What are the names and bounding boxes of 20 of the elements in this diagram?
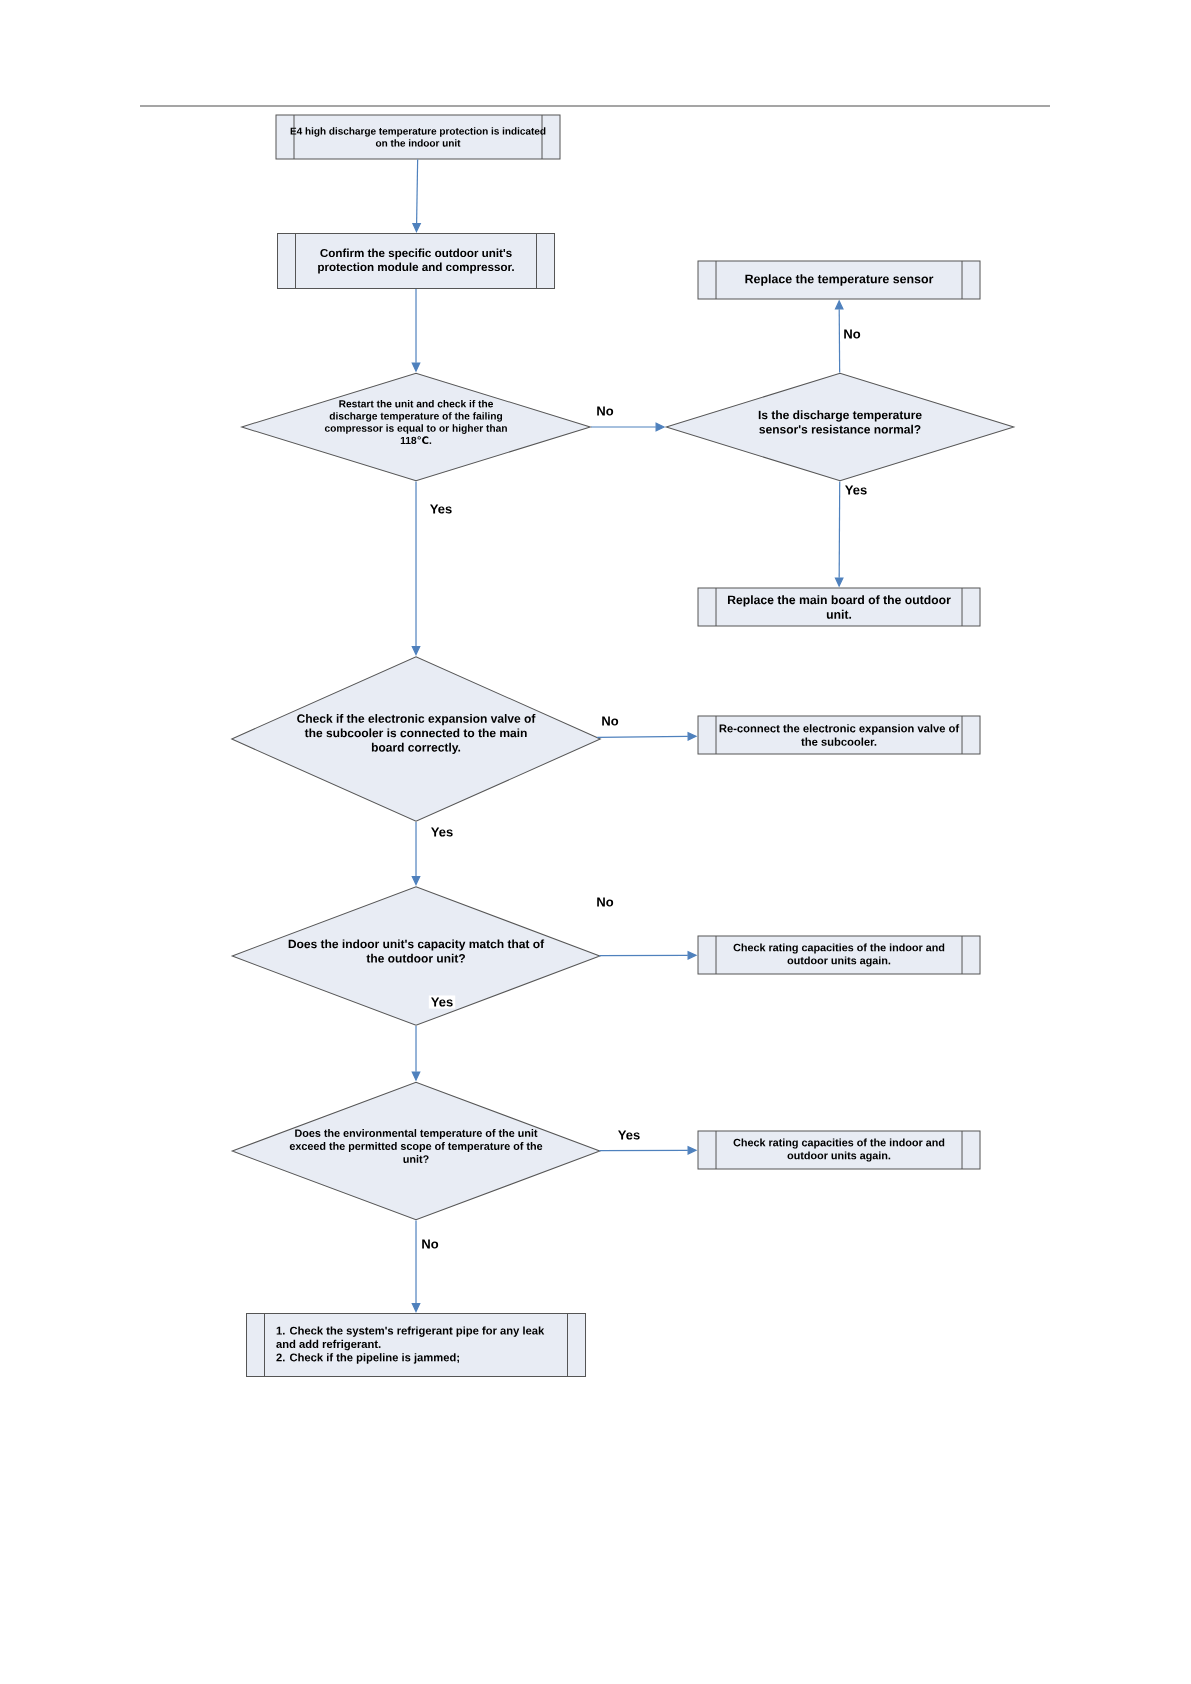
edge-label: No xyxy=(419,1237,441,1251)
edge-label: Yes xyxy=(427,502,455,516)
arrow xyxy=(411,1219,421,1313)
process-box: 1. Check the system's refrigerant pipe for any leak and add refrigerant. 2. Check if the pipeline is jammed; xyxy=(246,1313,586,1377)
edge-label: Yes xyxy=(615,1128,643,1142)
arrow xyxy=(411,480,421,656)
process-box: Re-connect the electronic expansion valve of the subcooler. xyxy=(697,715,981,755)
process-box: Check rating capacities of the indoor and outdoor units again. xyxy=(697,1130,981,1170)
process-box: Replace the main board of the outdoor unit. xyxy=(697,587,981,627)
process-box: Confirm the specific outdoor unit's protection module and compressor. xyxy=(277,233,555,289)
process-box: Check rating capacities of the indoor and outdoor units again. xyxy=(697,935,981,975)
arrow xyxy=(411,821,421,886)
edge-label: No xyxy=(599,714,621,728)
edge-label: Yes xyxy=(428,995,456,1009)
edge-label: Yes xyxy=(842,483,870,497)
edge-label: No xyxy=(594,404,616,418)
process-box: Replace the temperature sensor xyxy=(697,260,981,300)
edge-label: Yes xyxy=(428,825,456,839)
edge-label: No xyxy=(841,327,863,341)
process-box: E4 high discharge temperature protection is indicated on the indoor unit xyxy=(275,114,561,160)
